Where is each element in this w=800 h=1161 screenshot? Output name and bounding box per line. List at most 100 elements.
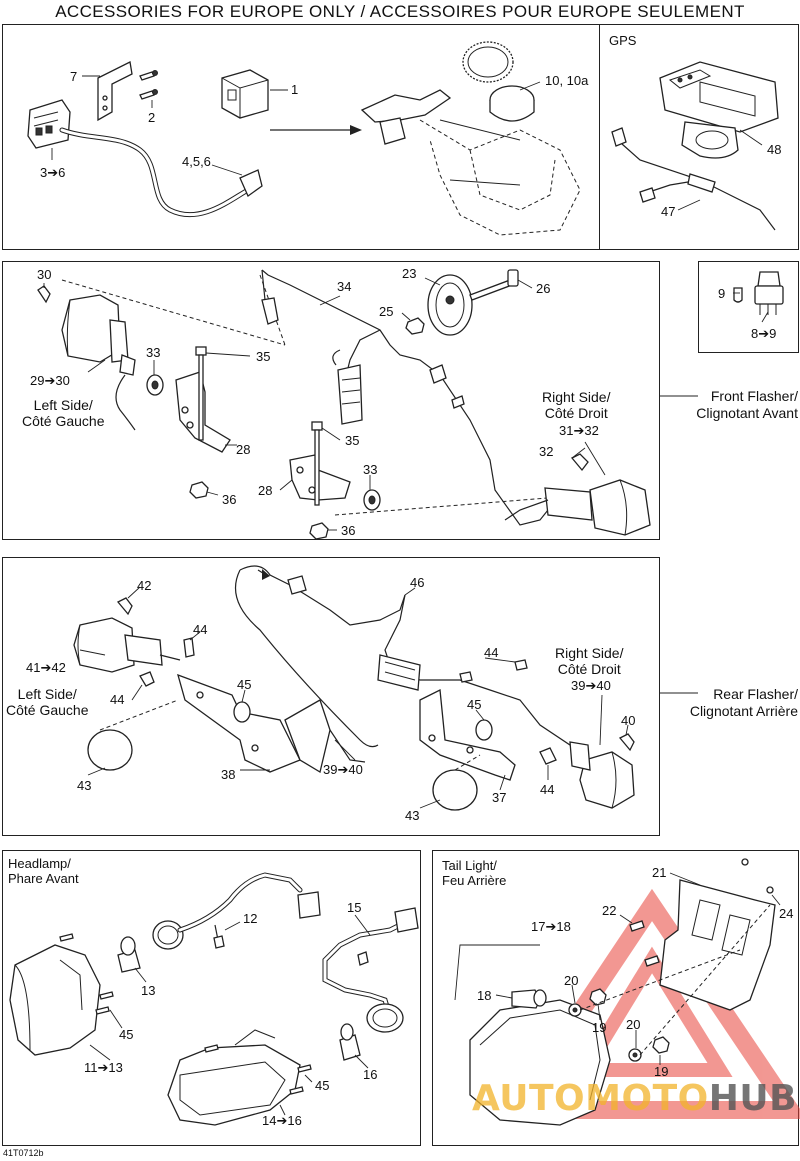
left-front-flasher-lamp [61,294,136,431]
washers-and-nuts [568,988,670,1062]
callout-45b: 45 [467,697,482,712]
callout-38: 38 [221,767,236,782]
callout-39-40b: 39➔40 [323,762,363,777]
callout-42: 42 [137,578,152,593]
callout-1: 1 [291,82,299,97]
callout-32: 32 [539,444,554,459]
leader-lines [43,75,781,1116]
callout-9: 9 [718,286,726,301]
front-flasher-label: Front Flasher/ Clignotant Avant [696,388,798,421]
watermark-hub: HUB [708,1078,798,1119]
callout-14-16: 14➔16 [262,1113,302,1128]
callout-4-5-6: 4,5,6 [182,154,211,169]
callout-43b: 43 [405,808,420,823]
callout-25: 25 [379,304,394,319]
front-flasher-harness [261,269,561,526]
tail-light-bulb [511,989,547,1009]
callout-40: 40 [621,713,636,728]
front-right-side-label: Right Side/ Côté Droit [542,389,611,421]
callout-10: 10, 10a [545,73,589,88]
callout-33b: 33 [363,462,378,477]
watermark-text: AUTOMOTOHUB [472,1078,797,1119]
callout-36a: 36 [222,492,237,507]
right-front-flasher-lamp [504,479,651,536]
mounting-bracket [97,61,133,122]
callout-44c: 44 [484,645,499,660]
headlamp-bulb-right [339,1023,361,1061]
license-plate-bracket [659,879,776,1011]
callout-30: 30 [37,267,52,282]
rear-right-side-label: Right Side/ Côté Droit [555,645,624,677]
callout-44b: 44 [110,692,125,707]
gauge-cap [489,85,535,122]
callout-18: 18 [477,988,492,1003]
headlamp-harness-12 [177,872,321,949]
callout-11-13: 11➔13 [84,1060,123,1075]
callout-3-6: 3➔6 [40,165,66,180]
front-left-side-label: Left Side/ Côté Gauche [22,397,105,429]
callout-17-18: 17➔18 [531,919,571,934]
right-rear-flasher-lamp [569,741,635,809]
headlamp-right-housing [167,1029,301,1126]
headlamp-bulb-left [117,936,141,973]
rear-bracket-right [419,688,516,781]
tail-light-screws [629,858,774,967]
callout-43a: 43 [77,778,92,793]
callout-15: 15 [347,900,362,915]
callout-37: 37 [492,790,507,805]
callout-29-30: 29➔30 [30,373,70,388]
callout-28a: 28 [236,442,251,457]
tail-light-panel [432,850,799,1146]
bolt-right-front [311,421,323,506]
callout-34: 34 [337,279,352,294]
bracket-right-front [289,454,351,501]
gps-mount [681,121,739,159]
lens-cover-left [87,729,133,771]
callout-22: 22 [602,903,617,918]
callout-28b: 28 [258,483,273,498]
callout-20a: 20 [564,973,579,988]
callout-45d: 45 [315,1078,330,1093]
nut-socket [405,317,425,335]
callout-8-9: 8➔9 [751,326,777,341]
callout-45a: 45 [237,677,252,692]
bulb-socket [754,271,784,315]
screws-headlamp-left [59,933,114,1015]
gps-panel-divider [599,24,600,250]
callout-23: 23 [402,266,417,281]
callout-35a: 35 [256,349,271,364]
callout-19b: 19 [654,1064,669,1079]
wedge-bulb [733,287,743,303]
callout-35b: 35 [345,433,360,448]
drawing-reference: 41T0712b [3,1148,44,1158]
screw-rear-right [539,747,557,765]
bolt-left-front [195,346,207,441]
watermark-moto: MOTO [585,1078,709,1119]
rear-bracket-left [177,673,331,774]
grommet-rear-left [233,701,251,723]
headlamp-left-housing [9,944,101,1056]
callout-39-40a: 39➔40 [571,678,611,693]
nut-right-front [309,522,329,540]
rear-flasher-panel [2,557,660,836]
callout-44d: 44 [540,782,555,797]
callout-47: 47 [661,204,676,219]
callout-7: 7 [70,69,78,84]
nut-left-front [189,481,209,499]
callout-26: 26 [536,281,551,296]
rear-left-side-label: Left Side/ Côté Gauche [6,686,89,718]
flasher-bulb-left-front [37,285,51,304]
grommet-right-front [363,489,381,511]
grommet-rear-right [475,719,493,741]
callout-31-32: 31➔32 [559,423,599,438]
gps-title: GPS [609,33,637,48]
watermark-logo [498,888,800,1119]
front-flasher-panel [2,261,660,540]
europe-accessories-panel [2,24,799,250]
screws-headlamp-right [204,1044,312,1095]
gauge-ring [462,41,514,83]
screw-44 [139,637,195,687]
callout-12: 12 [243,911,258,926]
watermark-auto: AUTO [472,1078,586,1119]
